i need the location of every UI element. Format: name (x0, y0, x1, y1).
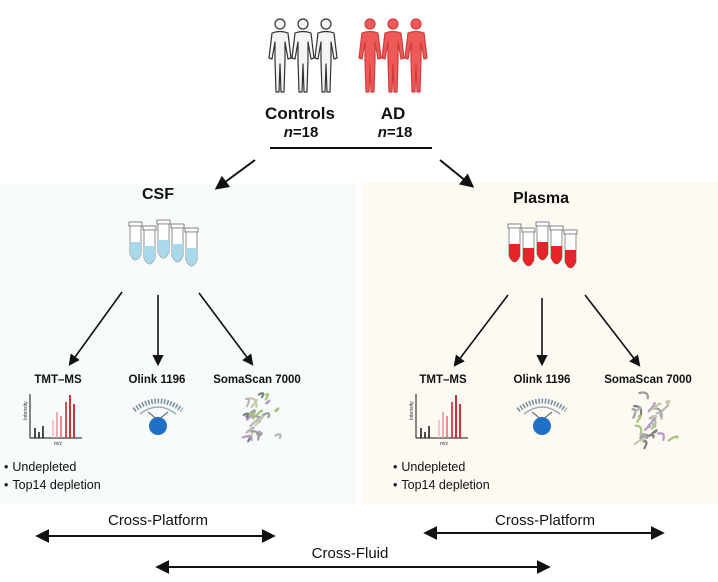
csf-platform-somascan: SomaScan 7000 (213, 374, 301, 386)
ad-n: n=18 (377, 124, 413, 141)
sample-tube-icon (507, 221, 578, 269)
mass-spectrum-icon: Intensity m/z (23, 394, 82, 447)
csf-platform-tmt-ms: TMT–MS (34, 374, 82, 386)
csf-option-undepleted: Undepleted (4, 460, 76, 474)
tube (521, 227, 536, 267)
olink-assay-icon (132, 398, 184, 435)
tube (507, 223, 522, 263)
controls-figures-icon (268, 18, 338, 93)
ms-x-axis-label: m/z (440, 441, 449, 447)
tube (128, 221, 143, 261)
cross-platform-right-label: Cross-Platform (494, 512, 595, 529)
human-figure-icon (291, 18, 315, 93)
tube (563, 229, 578, 269)
controls-label: Controls (265, 104, 335, 123)
human-figure-icon (358, 18, 382, 93)
csf-arrow-soma (198, 292, 254, 366)
plasma-option-undepleted: Undepleted (393, 460, 465, 474)
plasma-option-top14: Top14 depletion (393, 478, 489, 492)
plasma-title: Plasma (512, 190, 570, 207)
ad-label: AD (380, 104, 406, 123)
tube (142, 225, 157, 265)
plasma-platform-olink: Olink 1196 (513, 374, 571, 386)
plasma-arrow-tmt (453, 294, 509, 367)
ms-y-axis-label: Intensity (23, 401, 29, 420)
csf-arrow-tmt (68, 291, 123, 366)
tube (549, 225, 564, 265)
tube (170, 223, 185, 263)
controls-n: n=18 (283, 124, 319, 141)
human-figure-icon (381, 18, 405, 93)
tube (184, 227, 199, 267)
ms-y-axis-label: Intensity (409, 401, 415, 420)
sample-tube-icon (128, 219, 199, 267)
cross-fluid-label: Cross-Fluid (311, 545, 389, 562)
protein-structure-icon (631, 391, 679, 450)
cross-platform-left-label: Cross-Platform (107, 512, 208, 529)
ad-figures-icon (358, 18, 428, 93)
plasma-platform-somascan: SomaScan 7000 (604, 374, 692, 386)
protein-structure-icon (241, 392, 282, 443)
human-figure-icon (268, 18, 292, 93)
csf-option-top14: Top14 depletion (4, 478, 100, 492)
tube (156, 219, 171, 259)
plasma-platform-tmt-ms: TMT–MS (419, 374, 467, 386)
arrow-to-plasma (439, 159, 475, 188)
mass-spectrum-icon: Intensity m/z (409, 394, 468, 447)
csf-platform-olink: Olink 1196 (128, 374, 186, 386)
olink-assay-icon (516, 398, 568, 435)
ms-x-axis-label: m/z (54, 441, 63, 447)
csf-title: CSF (142, 186, 174, 203)
tube (535, 221, 550, 261)
human-figure-icon (314, 18, 338, 93)
arrow-to-csf (214, 159, 256, 190)
plasma-arrow-soma (584, 294, 641, 367)
human-figure-icon (404, 18, 428, 93)
